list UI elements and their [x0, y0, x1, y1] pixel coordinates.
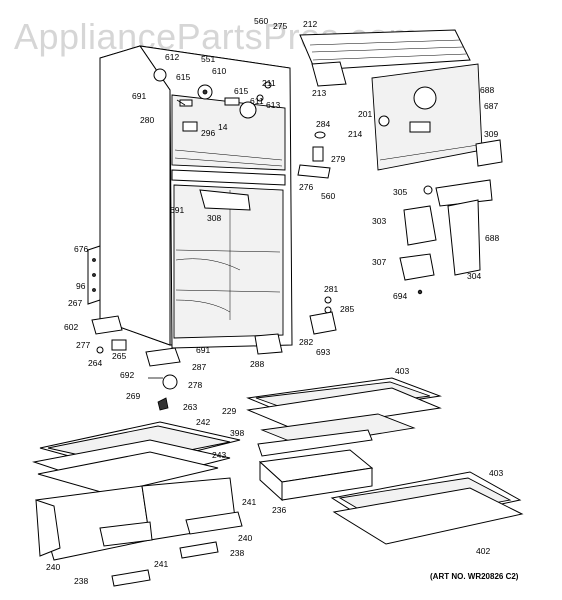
part-label-615: 615: [234, 86, 248, 96]
part-label-241: 241: [154, 559, 168, 569]
part-label-241: 241: [242, 497, 256, 507]
part-label-691: 691: [170, 205, 184, 215]
part-label-277: 277: [76, 340, 90, 350]
part-label-403: 403: [395, 366, 409, 376]
part-label-288: 288: [250, 359, 264, 369]
part-label-309: 309: [484, 129, 498, 139]
part-label-691: 691: [196, 345, 210, 355]
part-label-687: 687: [484, 101, 498, 111]
right-duct-parts: [399, 179, 493, 295]
part-label-304: 304: [467, 271, 481, 281]
part-label-280: 280: [140, 115, 154, 125]
part-label-402: 402: [476, 546, 490, 556]
part-label-694: 694: [393, 291, 407, 301]
part-label-676: 676: [74, 244, 88, 254]
part-label-688: 688: [480, 85, 494, 95]
part-label-229: 229: [222, 406, 236, 416]
part-label-267: 267: [68, 298, 82, 308]
part-label-96: 96: [76, 281, 86, 291]
part-label-610: 610: [212, 66, 226, 76]
part-label-238: 238: [74, 576, 88, 586]
part-label-551: 551: [201, 54, 215, 64]
part-label-263: 263: [183, 402, 197, 412]
part-label-560: 560: [254, 16, 268, 26]
part-label-691: 691: [132, 91, 146, 101]
part-label-213: 213: [312, 88, 326, 98]
part-label-692: 692: [120, 370, 134, 380]
part-label-279: 279: [331, 154, 345, 164]
part-label-296: 296: [201, 128, 215, 138]
part-label-269: 269: [126, 391, 140, 401]
part-label-303: 303: [372, 216, 386, 226]
bottom-hinge-parts: [96, 333, 283, 411]
part-label-14: 14: [218, 122, 228, 132]
top-shelf-grille: [299, 29, 471, 87]
part-label-285: 285: [340, 304, 354, 314]
part-label-307: 307: [372, 257, 386, 267]
part-label-305: 305: [393, 187, 407, 197]
part-label-403: 403: [489, 468, 503, 478]
part-label-612: 612: [165, 52, 179, 62]
part-label-238: 238: [230, 548, 244, 558]
hinge-left: [87, 245, 123, 335]
air-duct-panel: [371, 63, 503, 171]
part-label-275: 275: [273, 21, 287, 31]
cabinet-drawing: [99, 45, 293, 349]
part-label-211: 211: [262, 78, 276, 88]
part-label-284: 284: [316, 119, 330, 129]
crisper-assembly: [32, 421, 243, 587]
part-label-282: 282: [299, 337, 313, 347]
part-label-287: 287: [192, 362, 206, 372]
middle-small-parts: [297, 131, 433, 195]
part-label-212: 212: [303, 19, 317, 29]
glass-shelves: [246, 377, 524, 545]
part-label-693: 693: [316, 347, 330, 357]
part-label-613: 613: [266, 100, 280, 110]
part-label-265: 265: [112, 351, 126, 361]
part-label-240: 240: [238, 533, 252, 543]
part-label-214: 214: [348, 129, 362, 139]
part-label-611: 611: [250, 96, 264, 106]
part-label-276: 276: [299, 182, 313, 192]
part-label-201: 201: [358, 109, 372, 119]
art-number: (ART NO. WR20826 C2): [430, 572, 519, 581]
part-label-688: 688: [485, 233, 499, 243]
part-label-281: 281: [324, 284, 338, 294]
bracket-parts: [309, 296, 337, 335]
part-label-242: 242: [196, 417, 210, 427]
part-label-278: 278: [188, 380, 202, 390]
part-label-398: 398: [230, 428, 244, 438]
part-label-236: 236: [272, 505, 286, 515]
part-label-602: 602: [64, 322, 78, 332]
part-label-560: 560: [321, 191, 335, 201]
part-label-240: 240: [46, 562, 60, 572]
part-label-264: 264: [88, 358, 102, 368]
part-label-615: 615: [176, 72, 190, 82]
part-label-308: 308: [207, 213, 221, 223]
part-label-243: 243: [212, 450, 226, 460]
